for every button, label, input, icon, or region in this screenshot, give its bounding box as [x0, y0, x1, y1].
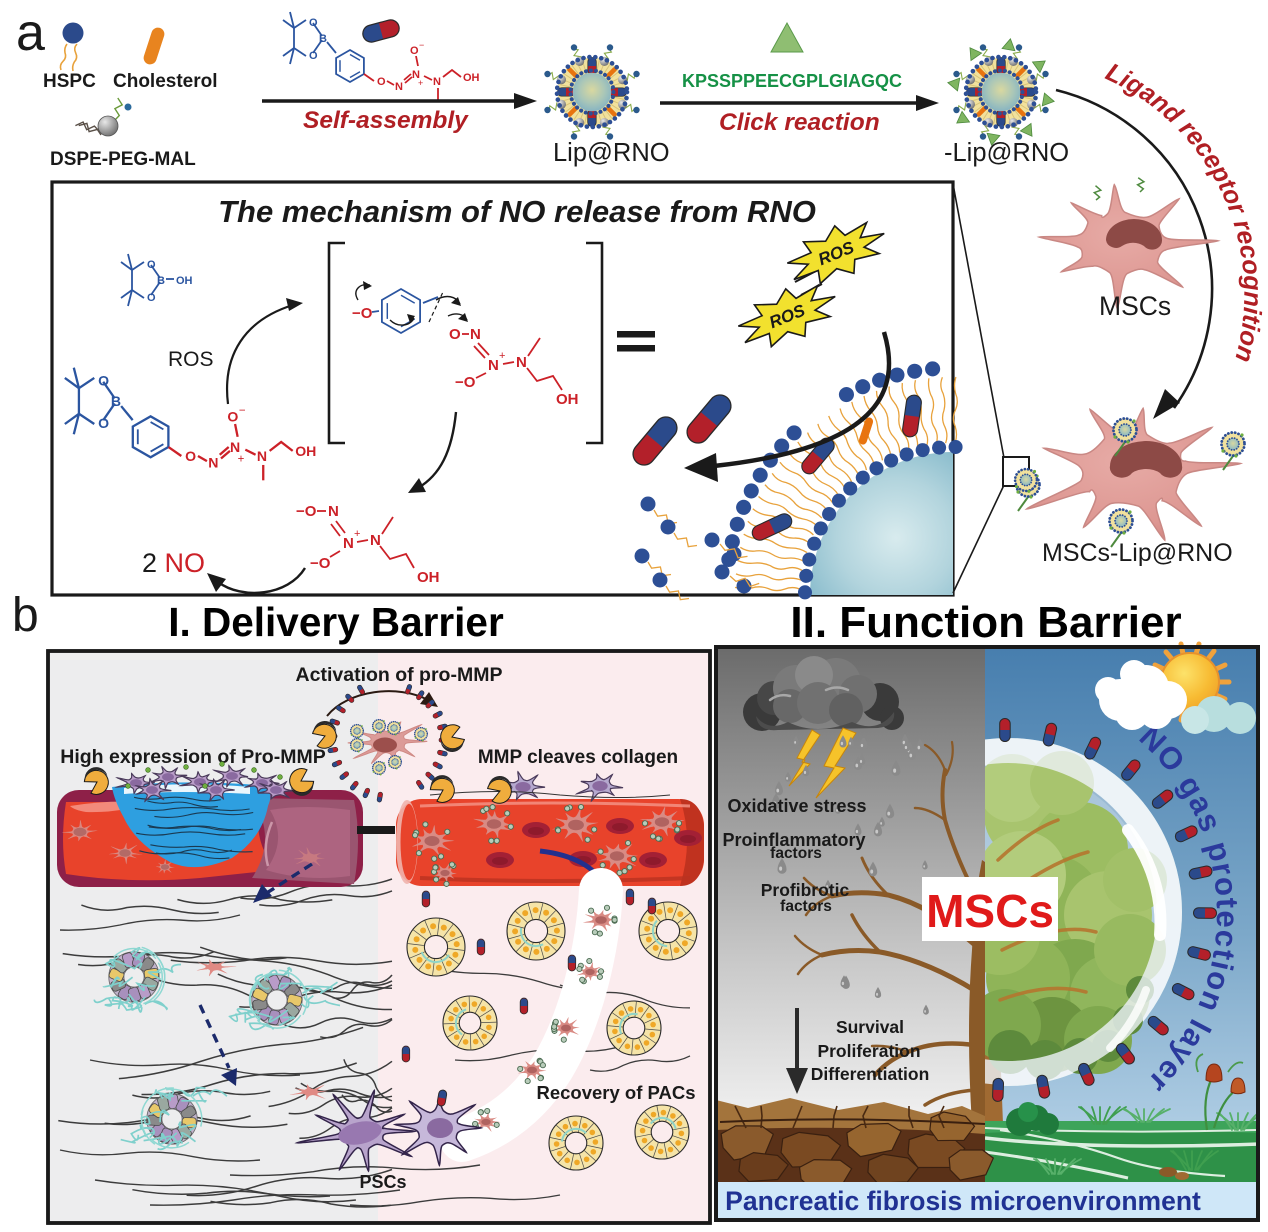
svg-text:factors: factors: [770, 845, 822, 862]
svg-text:B: B: [157, 275, 165, 287]
svg-text:Survival: Survival: [836, 1017, 904, 1037]
svg-text:N: N: [433, 76, 441, 88]
svg-text:N: N: [412, 69, 420, 81]
svg-text:High expression of Pro-MMP: High expression of Pro-MMP: [60, 746, 325, 768]
svg-text:N: N: [208, 455, 218, 471]
svg-text:HSPC: HSPC: [43, 71, 96, 92]
svg-text:−: −: [239, 405, 246, 417]
svg-text:B: B: [319, 33, 327, 45]
svg-text:O: O: [98, 415, 109, 431]
svg-text:The mechanism of NO release fr: The mechanism of NO release from RNO: [218, 194, 816, 229]
svg-text:OH: OH: [417, 569, 440, 586]
svg-text:DSPE-PEG-MAL: DSPE-PEG-MAL: [50, 149, 196, 170]
svg-text:Cholesterol: Cholesterol: [113, 71, 218, 92]
svg-text:−: −: [419, 40, 424, 50]
svg-text:MMP cleaves collagen: MMP cleaves collagen: [478, 747, 678, 768]
svg-text:Recovery of PACs: Recovery of PACs: [536, 1082, 695, 1103]
svg-text:+: +: [238, 453, 245, 465]
svg-text:Activation of pro-MMP: Activation of pro-MMP: [296, 664, 503, 686]
svg-text:ROS: ROS: [168, 348, 214, 371]
svg-text:N: N: [343, 535, 354, 552]
svg-text:Click reaction: Click reaction: [719, 109, 880, 136]
svg-text:O: O: [147, 259, 156, 271]
svg-text:a: a: [16, 4, 45, 62]
svg-text:O: O: [410, 45, 419, 57]
svg-text:Proliferation: Proliferation: [817, 1041, 920, 1061]
svg-text:O: O: [377, 76, 386, 88]
svg-text:O: O: [449, 326, 461, 343]
svg-text:N: N: [370, 532, 381, 549]
svg-text:factors: factors: [780, 898, 832, 915]
svg-text:N: N: [257, 448, 267, 464]
svg-text:PSCs: PSCs: [359, 1172, 406, 1192]
svg-text:Lip@RNO: Lip@RNO: [553, 139, 670, 167]
svg-text:I. Delivery Barrier: I. Delivery Barrier: [168, 599, 504, 645]
svg-text:O: O: [185, 448, 196, 464]
svg-text:+: +: [499, 350, 505, 362]
svg-text:Differentiation: Differentiation: [811, 1064, 930, 1084]
svg-text:Oxidative stress: Oxidative stress: [727, 796, 866, 816]
svg-text:N: N: [516, 354, 527, 371]
svg-text:+: +: [354, 528, 360, 540]
svg-text:OH: OH: [176, 275, 193, 287]
svg-text:N: N: [488, 357, 499, 374]
svg-text:−O: −O: [296, 503, 317, 520]
svg-text:O: O: [147, 292, 156, 304]
svg-text:N: N: [230, 439, 240, 455]
svg-text:O: O: [98, 373, 109, 389]
svg-text:−O: −O: [455, 374, 476, 391]
svg-text:MSCs-Lip@RNO: MSCs-Lip@RNO: [1042, 539, 1233, 567]
svg-text:Pancreatic fibrosis microenvir: Pancreatic fibrosis microenvironment: [725, 1186, 1201, 1216]
svg-text:−O: −O: [310, 555, 331, 572]
svg-text:B: B: [111, 393, 121, 409]
svg-text:O: O: [309, 17, 318, 29]
svg-text:−O: −O: [352, 305, 373, 322]
svg-text:II. Function Barrier: II. Function Barrier: [790, 598, 1181, 647]
svg-text:N: N: [470, 326, 481, 343]
svg-text:OH: OH: [556, 391, 579, 408]
svg-text:2 NO: 2 NO: [142, 548, 205, 578]
svg-text:MSCs: MSCs: [1099, 291, 1171, 321]
svg-text:Self-assembly: Self-assembly: [303, 107, 469, 134]
svg-text:O: O: [227, 408, 238, 424]
svg-text:O: O: [309, 50, 318, 62]
svg-text:N: N: [328, 503, 339, 520]
svg-text:N: N: [395, 81, 403, 93]
svg-text:-Lip@RNO: -Lip@RNO: [944, 139, 1069, 167]
svg-text:+: +: [418, 78, 423, 88]
svg-text:MSCs: MSCs: [926, 885, 1054, 937]
svg-text:OH: OH: [295, 443, 316, 459]
svg-text:Proinflammatory: Proinflammatory: [722, 830, 865, 850]
svg-text:Profibrotic: Profibrotic: [761, 880, 850, 900]
svg-text:KPSSPPEECGPLGIAGQC: KPSSPPEECGPLGIAGQC: [682, 71, 902, 91]
svg-text:b: b: [12, 589, 39, 642]
svg-text:OH: OH: [463, 72, 480, 84]
